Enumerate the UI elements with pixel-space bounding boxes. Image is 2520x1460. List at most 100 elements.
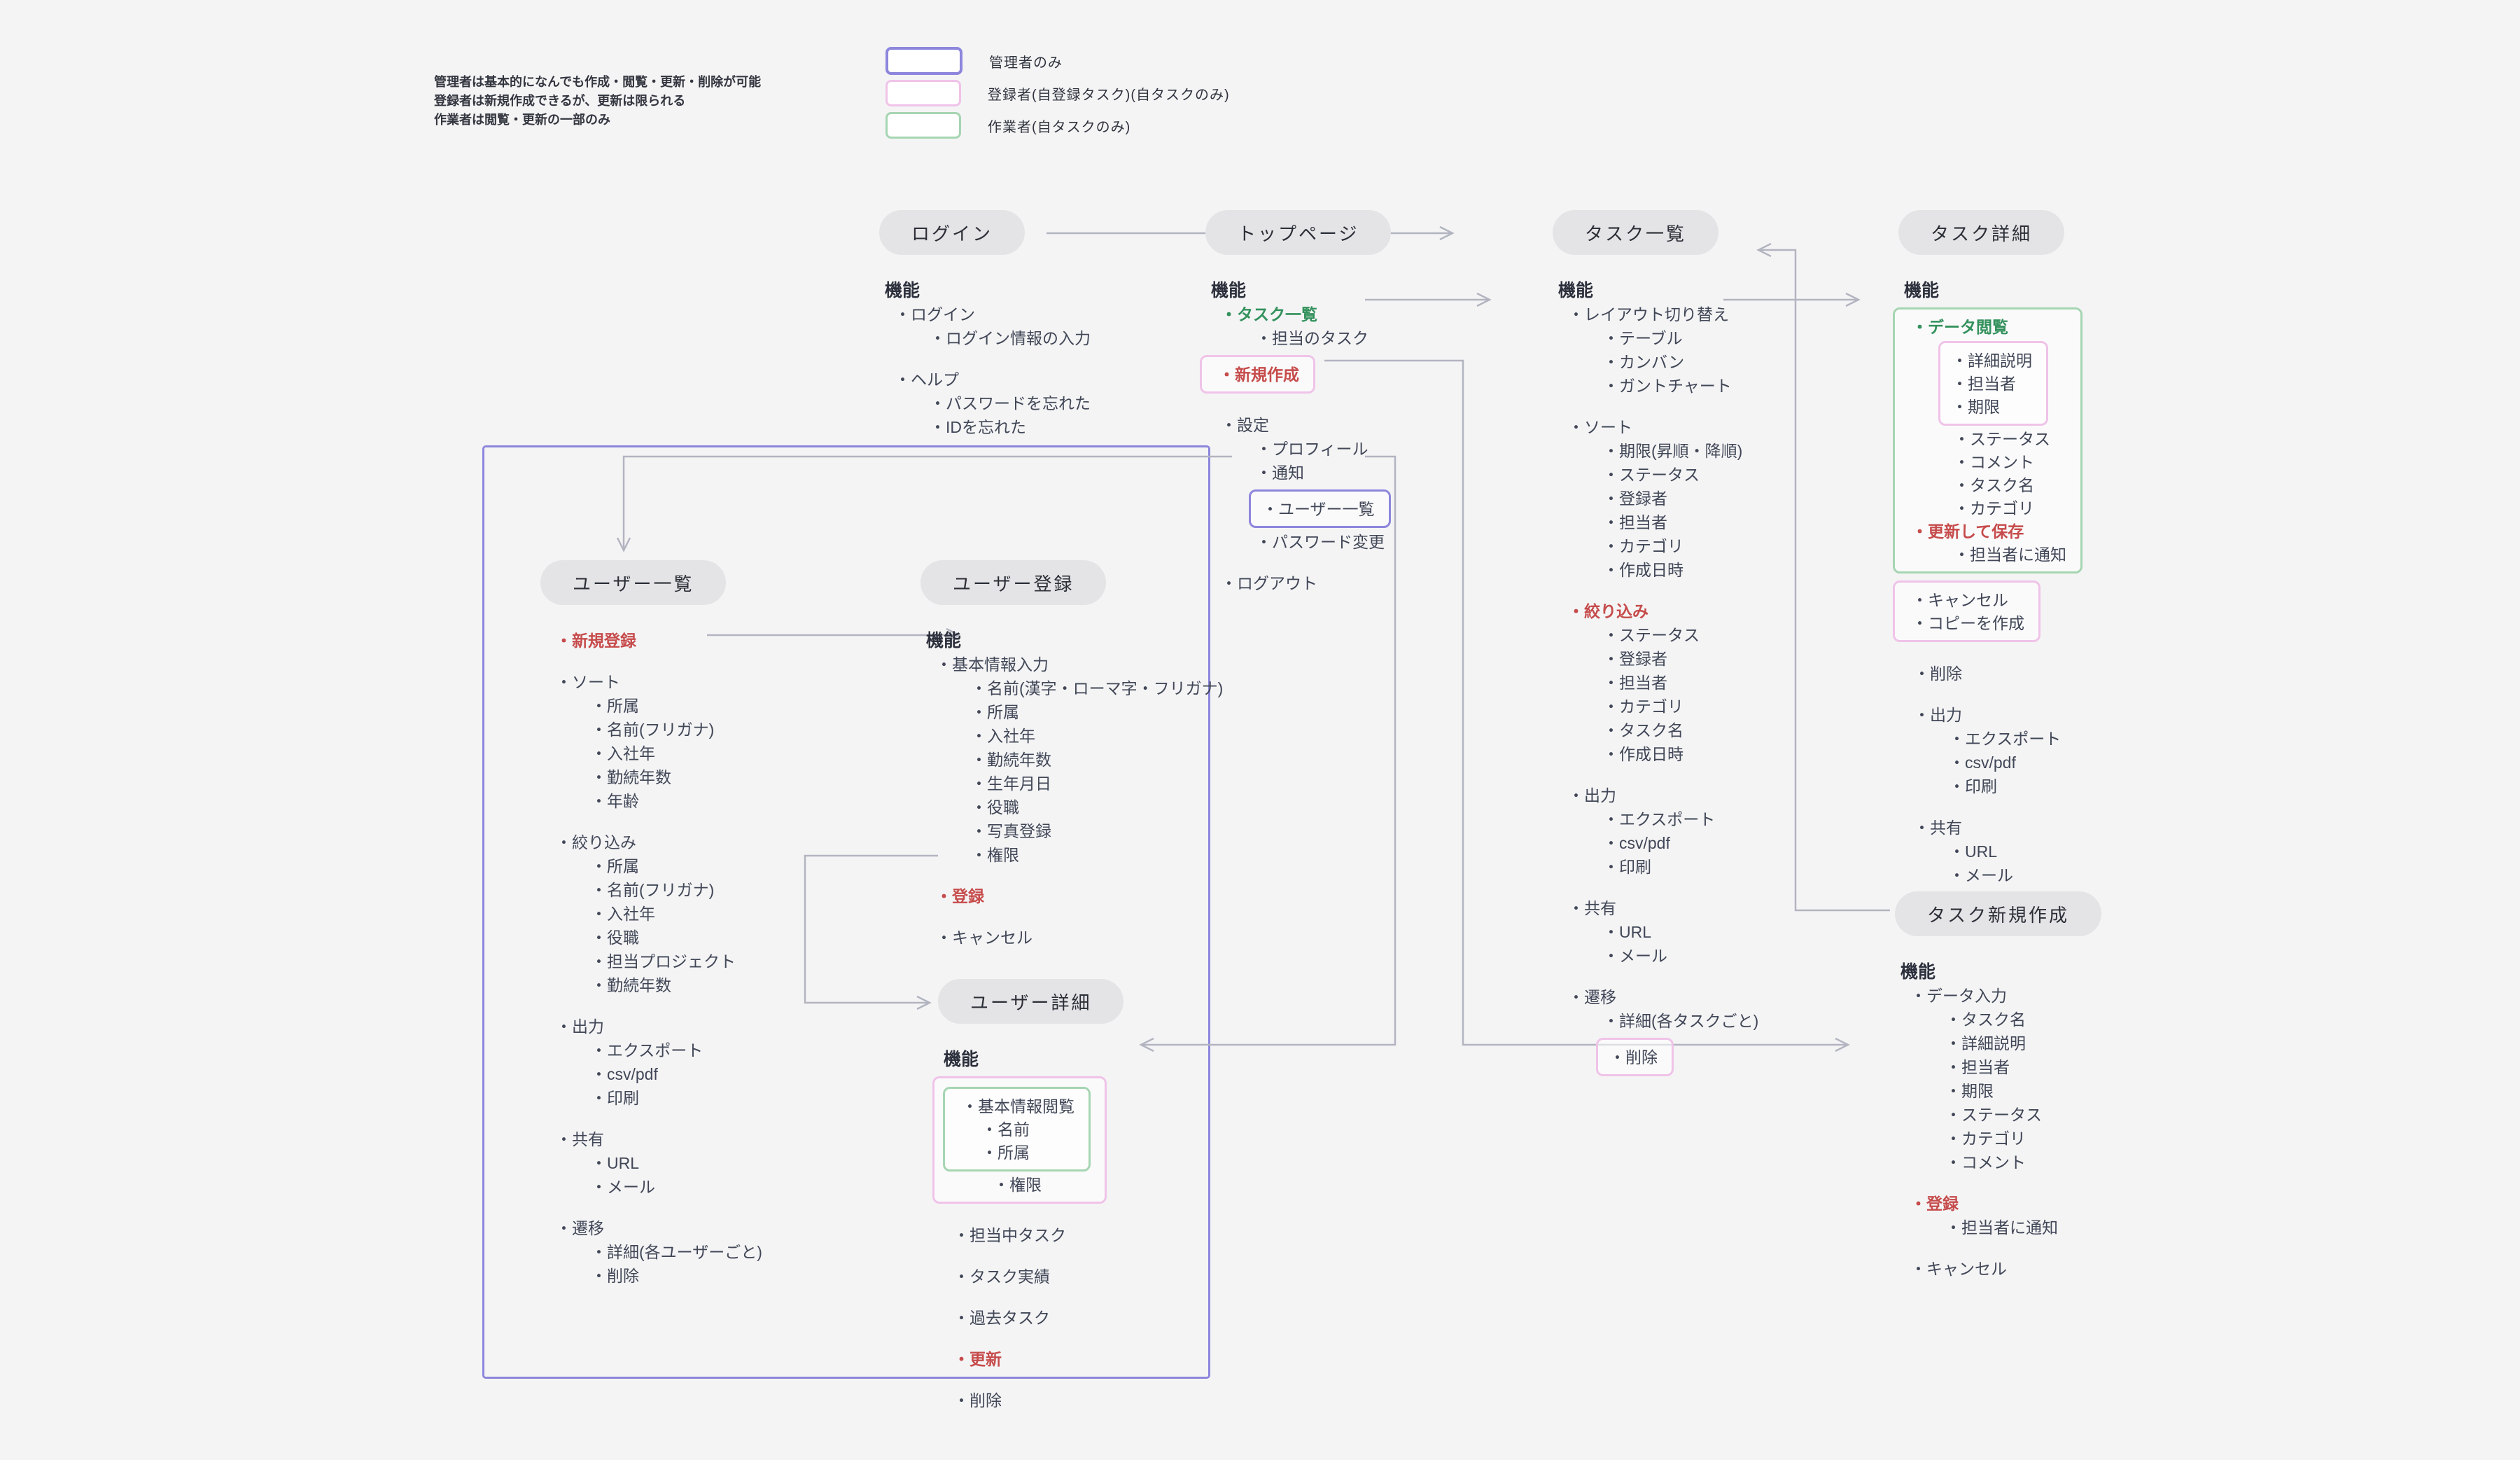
- list-item: ヘルプ: [879, 370, 1131, 389]
- list-item: データ入力: [1895, 987, 2147, 1006]
- list-item: 出力: [1553, 786, 1805, 805]
- list-item: URL: [540, 1154, 792, 1173]
- list-item: 権限: [939, 1176, 1091, 1195]
- task-list-feature-list: 機能レイアウト切り替えテーブルカンバンガントチャートソート期限(昇順・降順)ステ…: [1553, 281, 1805, 1076]
- list-item: カテゴリ: [1895, 1129, 2147, 1148]
- list-item: メール: [1553, 947, 1805, 966]
- list-item: ステータス: [1553, 466, 1805, 485]
- legend-row-admin: 管理者のみ: [886, 45, 1230, 77]
- list-item: エクスポート: [1553, 810, 1805, 829]
- registrant-swatch: [886, 80, 961, 106]
- list-item: コメント: [1895, 1153, 2147, 1172]
- list-item: 過去タスク: [938, 1309, 1190, 1328]
- list-item: タスク一覧: [1205, 305, 1457, 324]
- list-item: 担当者に通知: [1899, 545, 2066, 564]
- list-item: カテゴリ: [1553, 537, 1805, 556]
- list-item: 期限: [1945, 398, 2032, 417]
- column-login: ログイン 機能ログインログイン情報の入力ヘルプパスワードを忘れたIDを忘れた: [879, 210, 1131, 437]
- list-item: 印刷: [1898, 777, 2150, 796]
- list-item: テーブル: [1553, 329, 1805, 348]
- list-item: 遷移: [540, 1219, 792, 1238]
- list-item: 担当者: [1553, 513, 1805, 532]
- list-item: csv/pdf: [540, 1065, 792, 1084]
- list-item: タスク名: [1895, 1010, 2147, 1029]
- list-item: ステータス: [1899, 430, 2066, 449]
- list-item: 担当プロジェクト: [540, 952, 792, 971]
- list-item: プロフィール: [1205, 440, 1457, 459]
- permissions-note: 管理者は基本的になんでも作成・閲覧・更新・削除が可能 登録者は新規作成できるが、…: [434, 73, 761, 130]
- admin-swatch: [886, 47, 962, 75]
- list-item: 生年月日: [920, 774, 1172, 793]
- node-user-register: ユーザー登録: [920, 560, 1107, 605]
- list-item: 詳細(各タスクごと): [1553, 1012, 1805, 1031]
- list-item: 担当のタスク: [1205, 329, 1457, 348]
- section-heading: 機能: [1211, 281, 1247, 300]
- column-user-detail: ユーザー詳細 機能基本情報閲覧名前所属権限担当中タスクタスク実績過去タスク更新削…: [932, 979, 1190, 1410]
- list-item: 所属: [540, 697, 792, 716]
- list-item: 期限(昇順・降順): [1553, 442, 1805, 461]
- list-item: レイアウト切り替え: [1553, 305, 1805, 324]
- list-item: 遷移: [1553, 988, 1805, 1007]
- section-heading: 機能: [1904, 281, 1940, 300]
- list-item: メール: [540, 1178, 792, 1197]
- list-item: ステータス: [1553, 626, 1805, 645]
- pink-box: キャンセルコピーを作成: [1893, 580, 2040, 642]
- list-item: 担当者: [1895, 1058, 2147, 1077]
- note-line: 管理者は基本的になんでも作成・閲覧・更新・削除が可能: [434, 75, 762, 89]
- list-item: タスク名: [1553, 721, 1805, 740]
- list-item: 詳細説明: [1895, 1034, 2147, 1053]
- green-box: データ閲覧詳細説明担当者期限ステータスコメントタスク名カテゴリ更新して保存担当者…: [1893, 307, 2082, 573]
- list-item: 登録: [1895, 1195, 2147, 1214]
- pink-box: 削除: [1596, 1038, 1674, 1076]
- list-item: 担当者: [1553, 674, 1805, 693]
- section-heading: 機能: [944, 1050, 979, 1069]
- list-item: ログアウト: [1205, 574, 1457, 593]
- list-item: コピーを作成: [1899, 614, 2024, 633]
- column-task-create: タスク新規作成 機能データ入力タスク名詳細説明担当者期限ステータスカテゴリコメン…: [1895, 891, 2147, 1279]
- list-item: 共有: [1553, 899, 1805, 918]
- list-item: 所属: [540, 857, 792, 876]
- list-item: 所属: [949, 1143, 1074, 1162]
- list-item: ステータス: [1895, 1106, 2147, 1125]
- column-task-detail: タスク詳細 機能データ閲覧詳細説明担当者期限ステータスコメントタスク名カテゴリ更…: [1893, 210, 2150, 885]
- node-top-page: トップページ: [1205, 210, 1392, 255]
- list-item: カンバン: [1553, 353, 1805, 372]
- list-item: タスク名: [1899, 476, 2066, 495]
- list-item: URL: [1898, 842, 2150, 861]
- list-item: 名前(フリガナ): [540, 721, 792, 739]
- green-box: 基本情報閲覧名前所属: [943, 1087, 1091, 1172]
- list-item: 名前(フリガナ): [540, 881, 792, 900]
- list-item: IDを忘れた: [879, 418, 1131, 437]
- list-item: 共有: [540, 1130, 792, 1149]
- list-item: 印刷: [540, 1089, 792, 1108]
- legend-row-worker: 作業者(自タスクのみ): [886, 109, 1230, 141]
- list-item: キャンセル: [1895, 1260, 2147, 1279]
- list-item: 詳細説明: [1945, 352, 2032, 370]
- list-item: カテゴリ: [1553, 697, 1805, 716]
- node-task-create: タスク新規作成: [1895, 891, 2102, 936]
- node-login: ログイン: [879, 210, 1026, 255]
- list-item: ガントチャート: [1553, 377, 1805, 396]
- list-item: ログイン: [879, 305, 1131, 324]
- column-user-register: ユーザー登録 機能基本情報入力名前(漢字・ローマ字・フリガナ)所属入社年勤続年数…: [920, 560, 1223, 947]
- list-item: ログイン情報の入力: [879, 329, 1131, 348]
- list-item: データ閲覧: [1899, 318, 2066, 337]
- column-top-page: トップページ 機能タスク一覧担当のタスク新規作成設定プロフィール通知ユーザー一覧…: [1200, 210, 1457, 593]
- top-page-feature-list: 機能タスク一覧担当のタスク新規作成設定プロフィール通知ユーザー一覧パスワード変更…: [1200, 281, 1457, 593]
- list-item: キャンセル: [1899, 591, 2024, 610]
- list-item: 更新: [938, 1350, 1190, 1369]
- list-item: コメント: [1899, 453, 2066, 472]
- section-heading: 機能: [1558, 281, 1594, 300]
- worker-swatch: [886, 112, 961, 139]
- list-item: 通知: [1205, 464, 1457, 482]
- list-item: csv/pdf: [1553, 834, 1805, 853]
- list-item: 権限: [920, 846, 1172, 865]
- user-detail-feature-list: 機能基本情報閲覧名前所属権限担当中タスクタスク実績過去タスク更新削除: [932, 1050, 1190, 1410]
- section-heading: 機能: [885, 281, 920, 300]
- list-item: 出力: [1898, 706, 2150, 725]
- list-item: 入社年: [540, 905, 792, 924]
- purple-box: ユーザー一覧: [1249, 489, 1391, 528]
- list-item: 勤続年数: [920, 751, 1172, 770]
- list-item: 入社年: [540, 744, 792, 763]
- list-item: csv/pdf: [1898, 753, 2150, 772]
